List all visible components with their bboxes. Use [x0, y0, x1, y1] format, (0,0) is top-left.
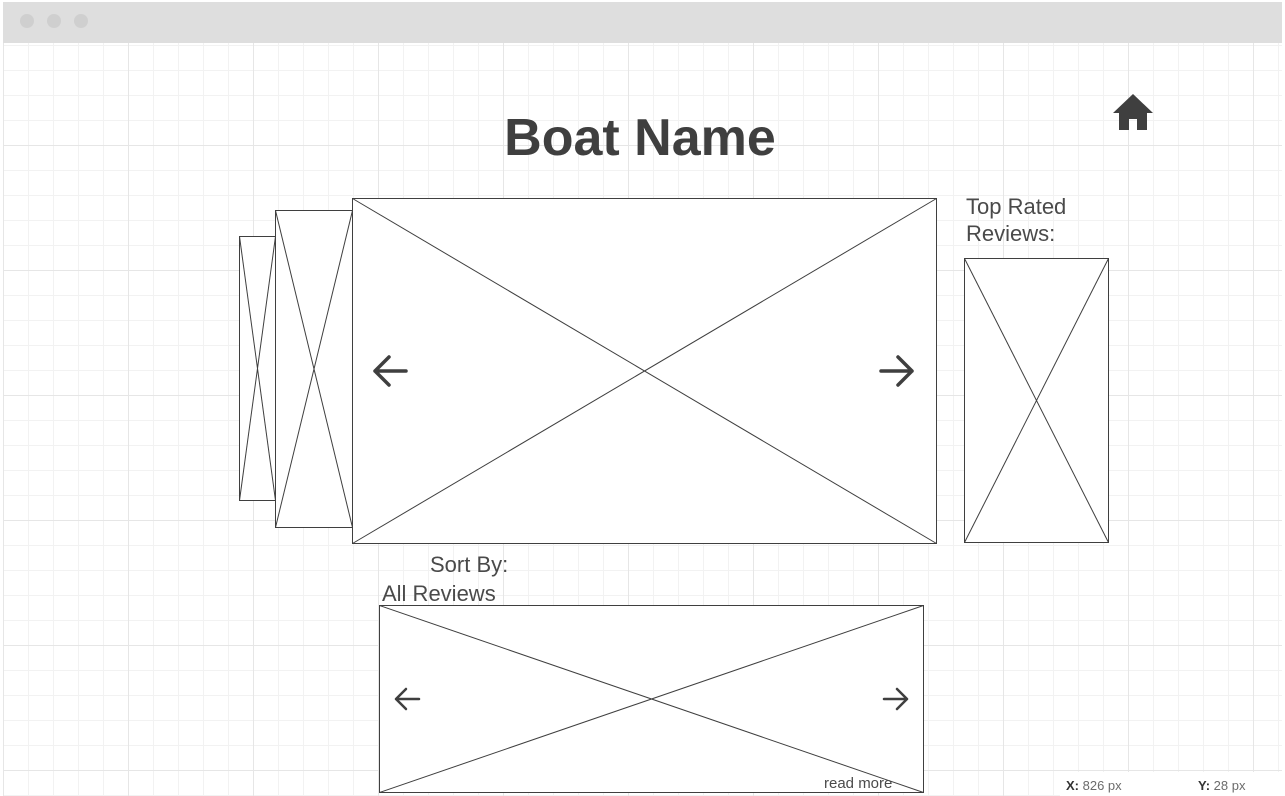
window-titlebar [3, 2, 1282, 43]
cursor-y-readout: Y: 28 px [1198, 778, 1245, 794]
top-rated-reviews-label: Top Rated Reviews: [966, 194, 1067, 246]
cursor-x-label: X: [1066, 778, 1079, 793]
read-more-link[interactable]: read more [824, 775, 893, 792]
sort-by-label: Sort By: [430, 552, 509, 577]
status-bar [1060, 772, 1282, 796]
reviews-next-arrow-icon[interactable] [882, 686, 910, 712]
reviews-carousel-placeholder[interactable] [379, 605, 924, 793]
cursor-y-label: Y: [1198, 778, 1211, 793]
main-carousel-next-arrow-icon[interactable] [879, 354, 915, 388]
cursor-x-readout: X: 826 px [1066, 778, 1122, 794]
page-title: Boat Name [504, 109, 776, 167]
main-carousel-prev-arrow-icon[interactable] [372, 354, 408, 388]
main-image-placeholder[interactable] [352, 198, 937, 544]
image-placeholder-thumb-back[interactable] [239, 236, 276, 501]
top-rated-review-placeholder[interactable] [964, 258, 1109, 543]
window-close-dot[interactable] [20, 14, 34, 28]
sort-by-select[interactable]: All Reviews [382, 581, 496, 606]
window-maximize-dot[interactable] [74, 14, 88, 28]
home-icon[interactable] [1112, 93, 1154, 131]
image-placeholder-thumb-mid[interactable] [275, 210, 353, 528]
cursor-y-value: 28 px [1213, 778, 1246, 793]
cursor-x-value: 826 px [1082, 778, 1122, 793]
window-minimize-dot[interactable] [47, 14, 61, 28]
reviews-prev-arrow-icon[interactable] [393, 686, 421, 712]
